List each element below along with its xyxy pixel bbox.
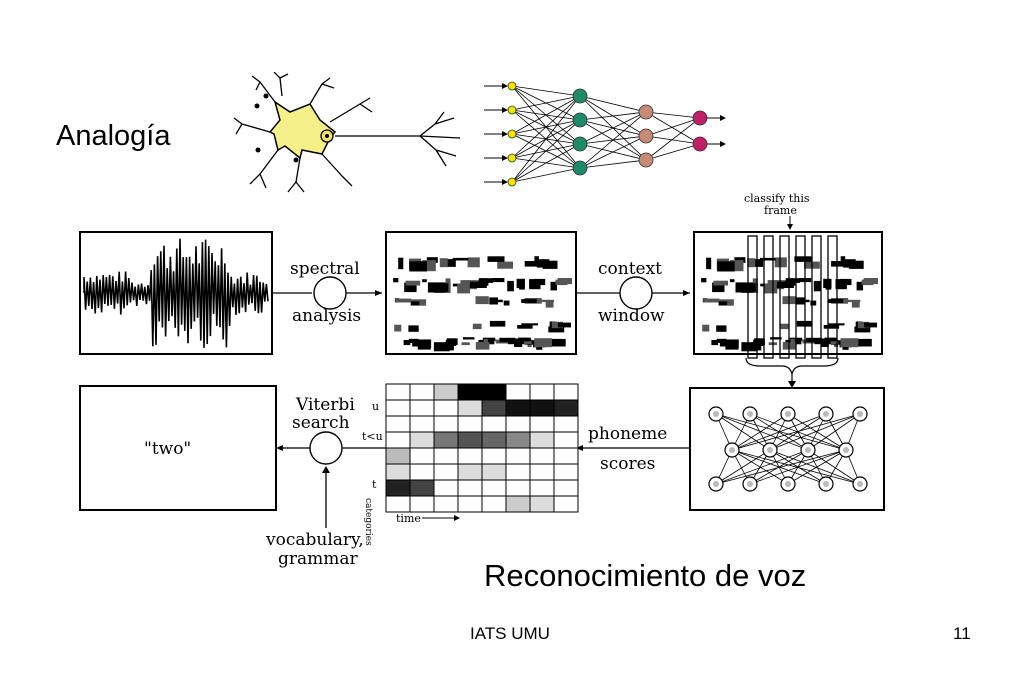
output-word: "two" (144, 439, 191, 459)
context-label: context (598, 259, 662, 279)
phoneme-network-box (689, 387, 885, 511)
neuron-illustration (233, 72, 461, 193)
network-node (507, 129, 517, 139)
network-node (507, 177, 517, 187)
context-window-node (619, 276, 653, 310)
network-node (638, 104, 654, 120)
network-node (572, 88, 588, 104)
network-node (692, 110, 708, 126)
spectral-analysis-node (313, 276, 347, 310)
page-number: 11 (953, 624, 971, 643)
context-spectrogram-box (693, 231, 883, 355)
footer-center: IATS UMU (470, 624, 550, 643)
caption: Reconocimiento de voz (484, 558, 807, 593)
spectral-label: spectral (290, 259, 360, 279)
vocabulary-label: vocabulary, (265, 530, 364, 550)
grid-axis-time: time (396, 512, 421, 525)
spectrogram-box (385, 231, 577, 355)
search-label: search (292, 413, 350, 433)
network-node (507, 81, 517, 91)
neuron-cell-body (268, 100, 337, 160)
scores-label: scores (600, 454, 655, 474)
network-node (692, 136, 708, 152)
classify-label: classify this (744, 192, 810, 205)
neural-network-illustration (484, 81, 726, 187)
frame-label: frame (764, 204, 797, 217)
phoneme-network (708, 406, 868, 492)
window-label: window (598, 306, 665, 326)
speech-pipeline-diagram: spectral analysis context window classif… (79, 192, 885, 569)
network-node (507, 153, 517, 163)
phoneme-score-grid (385, 383, 579, 513)
analogy-label: Analogía (56, 120, 171, 152)
network-node (638, 128, 654, 144)
network-node (572, 112, 588, 128)
spectrogram (393, 256, 572, 352)
grid-label-u: u (372, 400, 379, 413)
waveform (83, 238, 269, 348)
network-node (572, 160, 588, 176)
grid-label-t: t (372, 478, 377, 491)
phoneme-label: phoneme (588, 424, 667, 444)
analysis-label: analysis (292, 306, 361, 326)
network-node (507, 105, 517, 115)
context-window-frames (747, 235, 838, 359)
viterbi-label: Viterbi (295, 395, 355, 415)
grid-label-tu: t<u (362, 430, 383, 443)
viterbi-node (309, 431, 343, 465)
brace (745, 357, 839, 375)
network-node (638, 152, 654, 168)
network-node (572, 136, 588, 152)
output-word-box (79, 385, 277, 511)
grid-axis-categories: categories (363, 498, 373, 546)
grammar-label: grammar (278, 549, 359, 569)
